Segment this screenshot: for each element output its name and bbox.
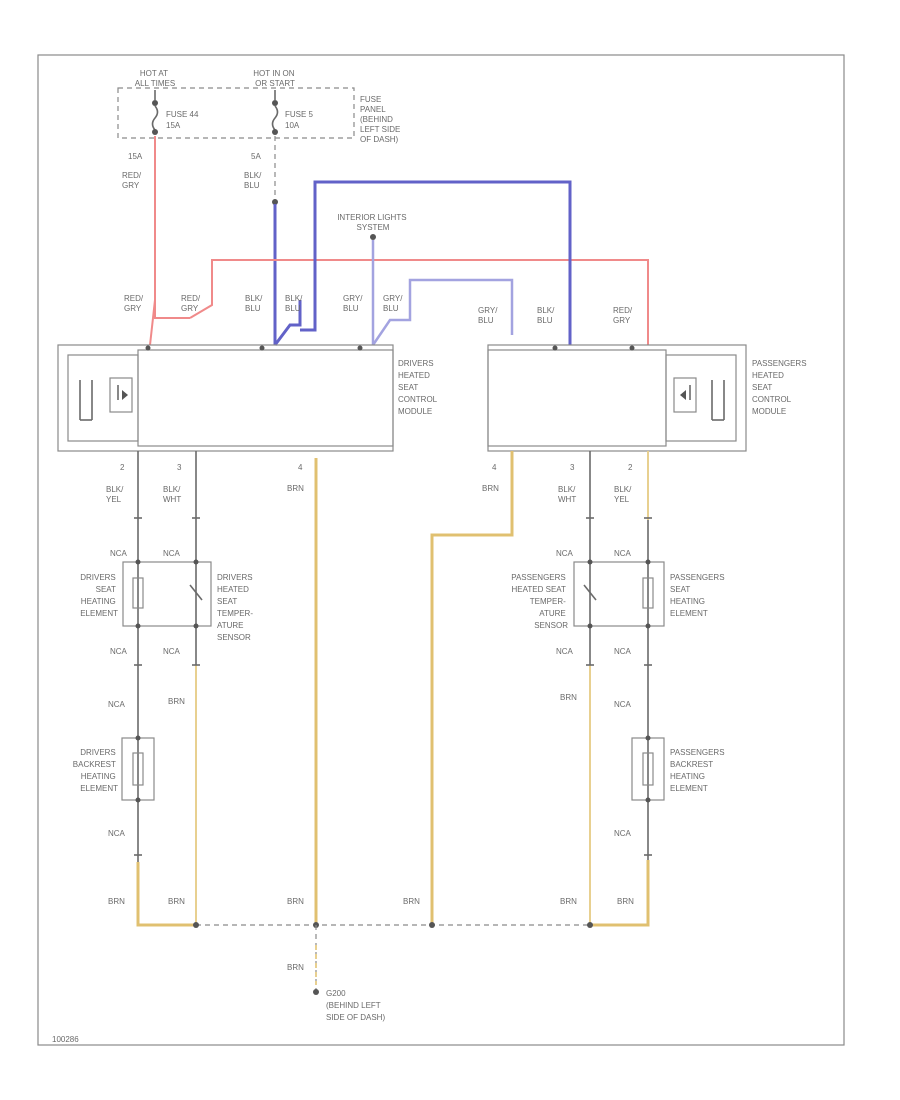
fuse-5 <box>271 90 279 135</box>
connector-marks <box>134 517 652 856</box>
svg-text:NCA: NCA <box>614 700 632 709</box>
interior-lights-connector <box>370 234 376 240</box>
wire-red-gry-passenger <box>189 259 649 345</box>
svg-text:BRN: BRN <box>560 693 577 702</box>
fuse-left-wire-label: RED/ GRY <box>122 171 143 190</box>
svg-text:NCA: NCA <box>110 647 128 656</box>
pin-d3: 4 <box>298 463 303 472</box>
svg-text:BLK/BLU: BLK/BLU <box>537 306 555 325</box>
svg-text:BRN: BRN <box>168 897 185 906</box>
pin-p1: 4 <box>492 463 497 472</box>
wire-passenger-ground <box>430 451 514 925</box>
passenger-seat-components <box>573 559 665 629</box>
svg-text:GRY/BLU: GRY/BLU <box>343 294 363 313</box>
driver-seat-element-label: DRIVERS SEAT HEATING ELEMENT <box>80 573 118 618</box>
passenger-backrest-label: PASSENGERS BACKREST HEATING ELEMENT <box>670 748 727 793</box>
svg-text:NCA: NCA <box>614 829 632 838</box>
wire-label-p1: BRN <box>482 484 499 493</box>
driver-backrest-element <box>121 735 155 803</box>
fuse-5-label: FUSE 5 10A <box>285 110 315 130</box>
passenger-seat-element-label: PASSENGERS SEAT HEATING ELEMENT <box>670 573 727 618</box>
fuse-44-label: FUSE 44 15A <box>166 110 201 130</box>
svg-text:BLK/BLU: BLK/BLU <box>285 294 303 313</box>
svg-text:GRY/BLU: GRY/BLU <box>478 306 498 325</box>
svg-text:RED/GRY: RED/GRY <box>613 306 633 325</box>
svg-text:NCA: NCA <box>614 647 632 656</box>
passenger-backrest-element <box>631 735 665 803</box>
svg-text:RED/GRY: RED/GRY <box>181 294 201 313</box>
svg-text:BRN: BRN <box>287 897 304 906</box>
svg-text:RED/GRY: RED/GRY <box>124 294 144 313</box>
svg-text:NCA: NCA <box>108 829 126 838</box>
figure-code: 100286 <box>52 1035 79 1044</box>
fuse-panel-label: FUSE PANEL (BEHIND LEFT SIDE OF DASH) <box>360 95 403 144</box>
fuse-panel-box <box>117 87 355 139</box>
svg-text:NCA: NCA <box>556 647 574 656</box>
fuse-right-amp: 5A <box>251 152 261 161</box>
svg-text:BRN: BRN <box>168 697 185 706</box>
passenger-module-label: PASSENGERS HEATED SEAT CONTROL MODULE <box>752 359 809 416</box>
svg-text:BRN: BRN <box>403 897 420 906</box>
svg-text:BRN: BRN <box>108 897 125 906</box>
passenger-control-module <box>487 344 747 452</box>
fuse-44 <box>151 90 159 135</box>
hot-at-all-times-label: HOT AT ALL TIMES <box>135 69 175 88</box>
wire-label-d1: BLK/YEL <box>106 485 124 504</box>
wire-blk-blu-passenger <box>300 180 572 345</box>
svg-text:NCA: NCA <box>614 549 632 558</box>
top-wire-labels: RED/GRY RED/GRY BLK/BLU BLK/BLU GRY/BLU … <box>124 294 633 325</box>
brn-labels: BRN BRN BRN BRN BRN BRN BRN BRN BRN <box>108 693 634 972</box>
nca-labels: NCA NCA NCA NCA NCA NCA NCA NCA NCA NCA … <box>108 549 632 838</box>
wire-red-gry-fuse44 <box>154 136 190 319</box>
svg-text:BLK/BLU: BLK/BLU <box>245 294 263 313</box>
svg-text:BRN: BRN <box>617 897 634 906</box>
driver-backrest-label: DRIVERS BACKREST HEATING ELEMENT <box>73 748 118 793</box>
wire-gry-blu-passenger <box>371 278 514 346</box>
pin-d2: 3 <box>177 463 182 472</box>
svg-text:NCA: NCA <box>108 700 126 709</box>
svg-text:BRN: BRN <box>287 963 304 972</box>
driver-control-module <box>57 344 394 452</box>
hot-in-on-label: HOT IN ON OR START <box>253 69 296 88</box>
svg-text:NCA: NCA <box>163 549 181 558</box>
svg-text:NCA: NCA <box>163 647 181 656</box>
pin-p3: 2 <box>628 463 633 472</box>
wire-label-d3: BRN <box>287 484 304 493</box>
wire-label-p2: BLK/WHT <box>558 485 576 504</box>
pin-p2: 3 <box>570 463 575 472</box>
pin-d1: 2 <box>120 463 125 472</box>
wire-label-p3: BLK/YEL <box>614 485 632 504</box>
svg-text:NCA: NCA <box>556 549 574 558</box>
diagram-frame <box>37 54 845 1046</box>
ground-bus-splices <box>193 922 593 928</box>
wire-label-d2: BLK/WHT <box>163 485 181 504</box>
svg-text:NCA: NCA <box>110 549 128 558</box>
fuse-left-amp: 15A <box>128 152 143 161</box>
svg-text:BRN: BRN <box>560 897 577 906</box>
fuse-right-wire-label: BLK/ BLU <box>244 171 264 190</box>
driver-temp-sensor-label: DRIVERS HEATED SEAT TEMPER- ATURE SENSOR <box>217 573 255 642</box>
svg-text:GRY/BLU: GRY/BLU <box>383 294 403 313</box>
passenger-temp-sensor-label: PASSENGERS HEATED SEAT TEMPER- ATURE SEN… <box>511 573 568 630</box>
driver-seat-components <box>122 559 212 629</box>
driver-module-label: DRIVERS HEATED SEAT CONTROL MODULE <box>398 359 439 416</box>
ground-g200 <box>313 989 319 995</box>
interior-lights-label: INTERIOR LIGHTS SYSTEM <box>337 213 409 232</box>
ground-label: G200 (BEHIND LEFT SIDE OF DASH) <box>326 989 385 1022</box>
